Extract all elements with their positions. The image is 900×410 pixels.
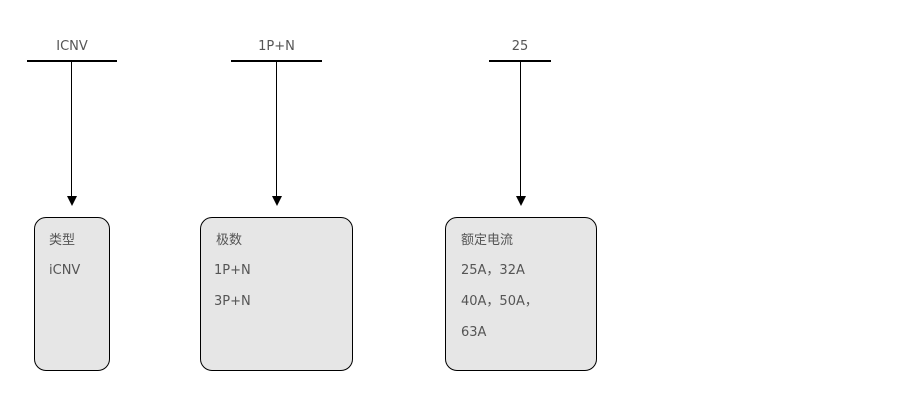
code-underline-type [27,60,117,62]
segment-value: 63A [461,325,487,340]
segment-value: iCNV [49,263,81,278]
segment-box-type: 类型 iCNV [34,217,110,371]
segment-title-type: 类型 [49,233,76,248]
connector-line-type [71,62,72,196]
code-underline-current [489,60,551,62]
segment-box-current: 额定电流 25A，32A 40A，50A， 63A [445,217,597,371]
arrow-down-icon [67,196,77,206]
segment-value: 40A，50A， [461,294,538,309]
code-label-current: 25 [511,39,529,54]
segment-value: 1P+N [214,263,251,278]
connector-line-poles [276,62,277,196]
connector-line-current [520,62,521,196]
segment-title-current: 额定电流 [461,233,514,248]
segment-title-poles: 极数 [216,233,243,248]
arrow-down-icon [272,196,282,206]
arrow-down-icon [516,196,526,206]
code-label-poles: 1P+N [258,39,295,54]
segment-value: 3P+N [214,294,251,309]
code-label-type: ICNV [56,39,88,54]
code-underline-poles [231,60,322,62]
segment-box-poles: 极数 1P+N 3P+N [200,217,353,371]
segment-value: 25A，32A [461,263,525,278]
